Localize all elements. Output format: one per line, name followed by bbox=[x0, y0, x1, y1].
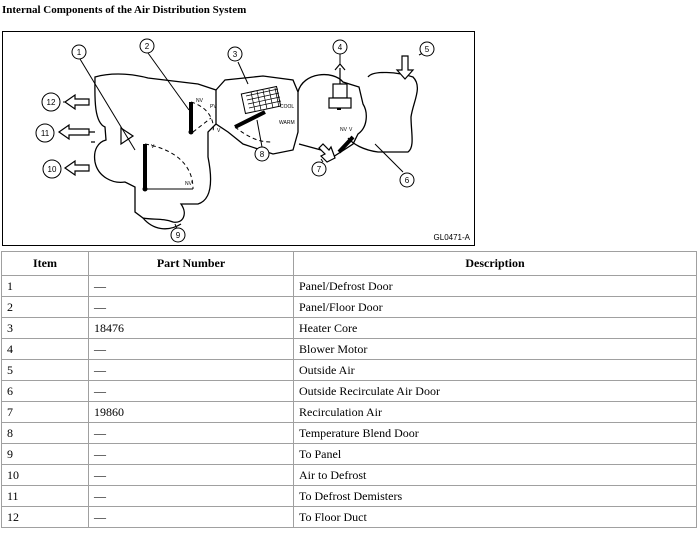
callout-12: 12 bbox=[47, 98, 56, 107]
cell-part-number: — bbox=[88, 506, 294, 528]
cell-description: To Panel bbox=[293, 443, 697, 465]
callout-11: 11 bbox=[41, 129, 50, 138]
arrow-recirculation-air bbox=[318, 143, 336, 163]
label-nv-1: NV bbox=[196, 98, 204, 104]
label-v-2: V bbox=[151, 144, 155, 150]
cell-item: 4 bbox=[1, 338, 89, 360]
callout-10: 10 bbox=[48, 165, 57, 174]
table-row: 8—Temperature Blend Door bbox=[1, 422, 697, 444]
housing-outline bbox=[93, 73, 217, 223]
figure-code: GL0471-A bbox=[433, 233, 470, 242]
callout-3: 3 bbox=[233, 50, 238, 59]
diagram-drawing: NV PV V V NV COOL WARM NV V bbox=[35, 38, 435, 243]
arrow-outside-air bbox=[395, 55, 415, 80]
label-nv-3: NV bbox=[340, 127, 348, 133]
blower-section-outline bbox=[297, 73, 367, 158]
cell-part-number: — bbox=[88, 422, 294, 444]
cell-item: 1 bbox=[1, 275, 89, 297]
label-cool: COOL bbox=[280, 104, 294, 110]
table-row: 2—Panel/Floor Door bbox=[1, 296, 697, 318]
label-warm: WARM bbox=[279, 120, 295, 126]
cell-item: 11 bbox=[1, 485, 89, 507]
cell-item: 5 bbox=[1, 359, 89, 381]
cell-description: Panel/Defrost Door bbox=[293, 275, 697, 297]
cell-description: Heater Core bbox=[293, 317, 697, 339]
cell-item: 12 bbox=[1, 506, 89, 528]
heater-section-outline bbox=[215, 75, 299, 155]
cell-item: 3 bbox=[1, 317, 89, 339]
cell-part-number: — bbox=[88, 485, 294, 507]
table-row: 1—Panel/Defrost Door bbox=[1, 275, 697, 297]
temperature-blend-door bbox=[234, 110, 266, 129]
air-distribution-diagram: NV PV V V NV COOL WARM NV V bbox=[2, 31, 475, 246]
label-v-3: V bbox=[349, 127, 353, 133]
callout-4: 4 bbox=[338, 43, 343, 52]
table-row: 6—Outside Recirculate Air Door bbox=[1, 380, 697, 402]
cell-part-number: — bbox=[88, 359, 294, 381]
callout-7: 7 bbox=[317, 165, 322, 174]
header-part-number: Part Number bbox=[88, 251, 294, 276]
callout-2: 2 bbox=[145, 42, 150, 51]
table-row: 12—To Floor Duct bbox=[1, 506, 697, 528]
cell-part-number: — bbox=[88, 443, 294, 465]
cell-description: To Defrost Demisters bbox=[293, 485, 697, 507]
callout-5: 5 bbox=[425, 45, 430, 54]
cell-description: Outside Recirculate Air Door bbox=[293, 380, 697, 402]
header-description: Description bbox=[293, 251, 697, 276]
heater-core-icon bbox=[240, 85, 282, 115]
cell-description: To Floor Duct bbox=[293, 506, 697, 528]
cell-item: 7 bbox=[1, 401, 89, 423]
arrow-floor-duct bbox=[63, 93, 90, 111]
cell-part-number: — bbox=[88, 464, 294, 486]
cell-item: 6 bbox=[1, 380, 89, 402]
cell-description: Panel/Floor Door bbox=[293, 296, 697, 318]
table-row: 5—Outside Air bbox=[1, 359, 697, 381]
cell-description: Temperature Blend Door bbox=[293, 422, 697, 444]
recirculate-door bbox=[337, 135, 355, 154]
callout-1: 1 bbox=[77, 48, 82, 57]
table-row: 10—Air to Defrost bbox=[1, 464, 697, 486]
cell-part-number: — bbox=[88, 296, 294, 318]
cell-part-number: — bbox=[88, 380, 294, 402]
table-header-row: Item Part Number Description bbox=[1, 251, 697, 276]
cell-description: Blower Motor bbox=[293, 338, 697, 360]
cell-description: Outside Air bbox=[293, 359, 697, 381]
cell-item: 8 bbox=[1, 422, 89, 444]
cell-item: 9 bbox=[1, 443, 89, 465]
table-row: 9—To Panel bbox=[1, 443, 697, 465]
header-item: Item bbox=[1, 251, 89, 276]
callout-8: 8 bbox=[260, 150, 265, 159]
cell-description: Air to Defrost bbox=[293, 464, 697, 486]
outside-air-duct-outline bbox=[347, 71, 418, 153]
cell-description: Recirculation Air bbox=[293, 401, 697, 423]
label-v-1: V bbox=[217, 128, 221, 134]
cell-item: 2 bbox=[1, 296, 89, 318]
page-title: Internal Components of the Air Distribut… bbox=[2, 4, 247, 16]
label-pv: PV bbox=[210, 104, 217, 110]
label-nv-2: NV bbox=[185, 181, 193, 187]
cell-part-number: — bbox=[88, 275, 294, 297]
arrow-defrost-demisters bbox=[57, 123, 90, 141]
cell-item: 10 bbox=[1, 464, 89, 486]
arrow-air-to-defrost bbox=[63, 159, 90, 177]
callout-9: 9 bbox=[176, 231, 181, 240]
table-row: 4—Blower Motor bbox=[1, 338, 697, 360]
cell-part-number: — bbox=[88, 338, 294, 360]
blower-motor-icon bbox=[328, 63, 352, 109]
cell-part-number: 18476 bbox=[88, 317, 294, 339]
callout-6: 6 bbox=[405, 176, 410, 185]
cell-part-number: 19860 bbox=[88, 401, 294, 423]
parts-table: Item Part Number Description 1—Panel/Def… bbox=[1, 251, 697, 528]
table-row: 11—To Defrost Demisters bbox=[1, 485, 697, 507]
